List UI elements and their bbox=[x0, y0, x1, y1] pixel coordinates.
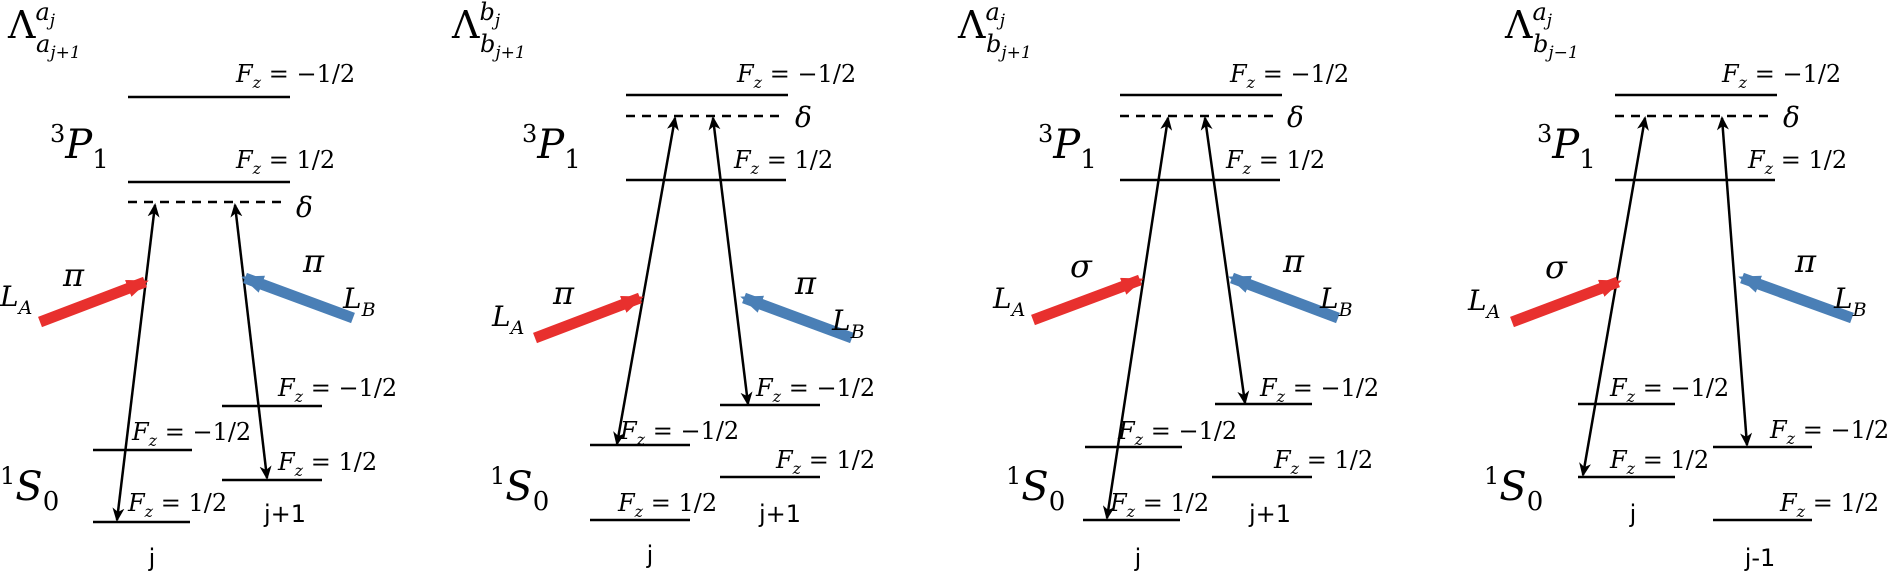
ground-left-upper-fz: Fz = −1/2 bbox=[1117, 417, 1237, 449]
laser-b-arrow bbox=[1738, 272, 1854, 324]
laser-b-arrow bbox=[1228, 272, 1340, 324]
excited-upper-fz: Fz = −1/2 bbox=[1721, 60, 1841, 92]
laser-a-polarization: π bbox=[62, 256, 85, 294]
laser-a-label: LA bbox=[0, 280, 32, 319]
transition-arrow-left bbox=[112, 203, 160, 522]
detuning-label: δ bbox=[795, 101, 812, 134]
laser-b-polarization: π bbox=[302, 242, 325, 280]
excited-state-label: 3P1 bbox=[1537, 120, 1596, 175]
ground-left-lower-fz: Fz = 1/2 bbox=[127, 489, 227, 521]
transition-arrow-right bbox=[1200, 116, 1250, 405]
excited-state-label: 3P1 bbox=[1038, 120, 1097, 175]
laser-a-label: LA bbox=[491, 300, 524, 339]
laser-a-polarization: π bbox=[552, 274, 575, 312]
laser-a-arrow bbox=[533, 292, 644, 344]
site-label-right: j+1 bbox=[758, 500, 801, 528]
excited-state-label: 3P1 bbox=[522, 120, 581, 175]
laser-b-polarization: π bbox=[794, 264, 817, 302]
site-label-right: j+1 bbox=[1248, 500, 1291, 528]
laser-b-arrow bbox=[740, 292, 854, 344]
excited-lower-fz: Fz = 1/2 bbox=[1225, 146, 1325, 178]
laser-b-label: LB bbox=[1319, 282, 1353, 321]
ground-left-upper-fz: Fz = −1/2 bbox=[131, 418, 251, 450]
transition-arrow-left bbox=[613, 116, 679, 446]
excited-upper-fz: Fz = −1/2 bbox=[1229, 60, 1349, 92]
detuning-label: δ bbox=[1287, 101, 1304, 134]
laser-b-label: LB bbox=[342, 282, 376, 321]
ground-state-label: 1S0 bbox=[1484, 462, 1543, 517]
ground-state-label: 1S0 bbox=[490, 462, 549, 517]
site-label-left: j bbox=[1134, 544, 1142, 572]
transition-arrow-right bbox=[1716, 116, 1753, 447]
ground-right-lower-fz: Fz = 1/2 bbox=[775, 446, 875, 478]
laser-b-polarization: π bbox=[1282, 242, 1305, 280]
transition-arrow-right bbox=[708, 116, 753, 406]
detuning-label: δ bbox=[296, 191, 313, 224]
laser-a-polarization: σ bbox=[1070, 247, 1093, 285]
ground-right-lower-fz: Fz = 1/2 bbox=[1273, 446, 1373, 478]
site-label-left: j bbox=[646, 541, 654, 569]
laser-a-arrow bbox=[1031, 274, 1144, 326]
site-label-right: j-1 bbox=[1744, 544, 1776, 572]
ground-left-lower-fz: Fz = 1/2 bbox=[617, 489, 717, 521]
laser-a-arrow bbox=[1510, 276, 1622, 328]
ground-right-upper-fz: Fz = −1/2 bbox=[277, 374, 397, 406]
excited-lower-fz: Fz = 1/2 bbox=[1747, 146, 1847, 178]
site-label-right: j+1 bbox=[263, 500, 306, 528]
laser-a-label: LA bbox=[992, 282, 1025, 321]
excited-lower-fz: Fz = 1/2 bbox=[733, 146, 833, 178]
ground-right-upper-fz: Fz = −1/2 bbox=[1769, 416, 1889, 448]
excited-upper-fz: Fz = −1/2 bbox=[235, 60, 355, 92]
excited-state-label: 3P1 bbox=[50, 120, 109, 175]
ground-left-upper-fz: Fz = −1/2 bbox=[1609, 374, 1729, 406]
laser-a-label: LA bbox=[1467, 284, 1500, 323]
site-label-left: j bbox=[148, 544, 156, 572]
laser-b-polarization: π bbox=[1794, 242, 1817, 280]
ground-right-lower-fz: Fz = 1/2 bbox=[277, 448, 377, 480]
site-label-left: j bbox=[1629, 500, 1637, 528]
ground-state-label: 1S0 bbox=[0, 462, 59, 517]
laser-b-label: LB bbox=[831, 304, 865, 343]
ground-left-lower-fz: Fz = 1/2 bbox=[1609, 446, 1709, 478]
detuning-label: δ bbox=[1783, 101, 1800, 134]
laser-a-polarization: σ bbox=[1545, 248, 1568, 286]
excited-lower-fz: Fz = 1/2 bbox=[235, 146, 335, 178]
laser-a-arrow bbox=[38, 276, 149, 328]
laser-b-arrow bbox=[241, 272, 355, 324]
ground-state-label: 1S0 bbox=[1006, 462, 1065, 517]
ground-right-upper-fz: Fz = −1/2 bbox=[1259, 374, 1379, 406]
transition-arrow-right bbox=[230, 203, 272, 480]
laser-b-label: LB bbox=[1833, 282, 1867, 321]
ground-left-lower-fz: Fz = 1/2 bbox=[1109, 489, 1209, 521]
ground-left-upper-fz: Fz = −1/2 bbox=[619, 417, 739, 449]
transition-arrow-left bbox=[1102, 116, 1173, 520]
excited-upper-fz: Fz = −1/2 bbox=[736, 60, 856, 92]
ground-right-upper-fz: Fz = −1/2 bbox=[755, 374, 875, 406]
ground-right-lower-fz: Fz = 1/2 bbox=[1779, 489, 1879, 521]
